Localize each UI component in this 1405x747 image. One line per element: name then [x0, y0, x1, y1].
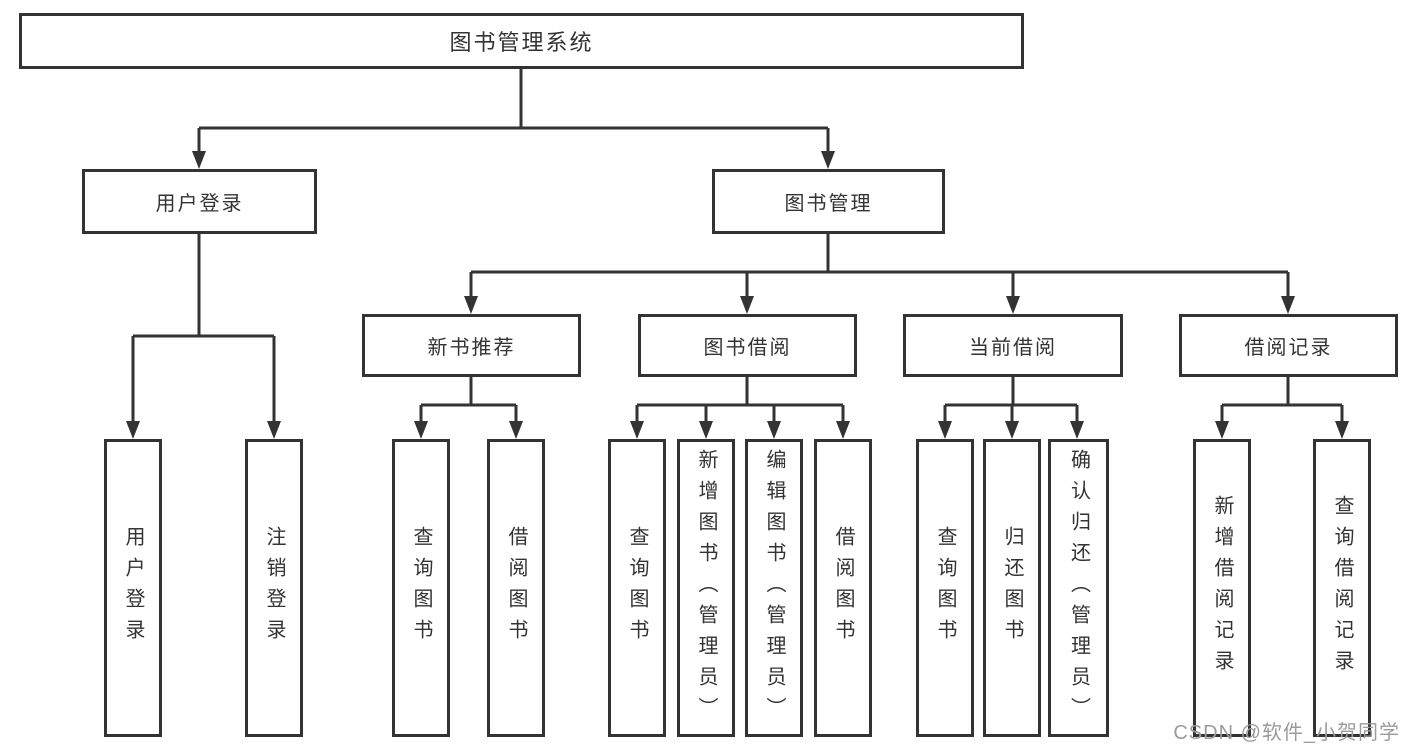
node-root-system: 图书管理系统 — [19, 13, 1024, 69]
leaf-edit-book-admin: 编辑图书（管理员） — [745, 439, 803, 737]
leaf-user-login: 用户登录 — [104, 439, 162, 737]
leaf-borrow-query-book-label: 查询图书 — [626, 526, 648, 650]
leaf-logout-label: 注销登录 — [263, 526, 285, 650]
node-book-borrow: 图书借阅 — [638, 314, 857, 377]
leaf-add-book-admin: 新增图书（管理员） — [677, 439, 735, 737]
node-user-login: 用户登录 — [82, 169, 317, 234]
node-user-login-label: 用户登录 — [155, 193, 244, 215]
leaf-recommend-borrow-book-label: 借阅图书 — [505, 526, 527, 650]
node-book-management-label: 图书管理 — [784, 193, 873, 215]
leaf-return-book-label: 归还图书 — [1001, 526, 1023, 650]
leaf-add-borrow-record-label: 新增借阅记录 — [1211, 495, 1233, 681]
node-book-management: 图书管理 — [712, 169, 945, 234]
node-new-book-recommend: 新书推荐 — [362, 314, 581, 377]
leaf-add-borrow-record: 新增借阅记录 — [1193, 439, 1251, 737]
leaf-recommend-borrow-book: 借阅图书 — [487, 439, 545, 737]
leaf-user-login-label: 用户登录 — [122, 526, 144, 650]
leaf-edit-book-admin-label: 编辑图书（管理员） — [763, 448, 785, 728]
node-root-system-label: 图书管理系统 — [449, 30, 594, 55]
node-borrow-record: 借阅记录 — [1179, 314, 1398, 377]
node-current-borrow: 当前借阅 — [903, 314, 1123, 377]
watermark: CSDN @软件_小贺同学 — [1173, 722, 1400, 744]
leaf-current-query-book-label: 查询图书 — [934, 526, 956, 650]
leaf-add-book-admin-label: 新增图书（管理员） — [695, 448, 717, 728]
leaf-return-book: 归还图书 — [983, 439, 1041, 737]
leaf-query-borrow-record-label: 查询借阅记录 — [1331, 495, 1353, 681]
node-new-book-recommend-label: 新书推荐 — [427, 337, 516, 359]
leaf-recommend-query-book-label: 查询图书 — [410, 526, 432, 650]
leaf-confirm-return-admin: 确认归还（管理员） — [1048, 439, 1109, 737]
leaf-confirm-return-admin-label: 确认归还（管理员） — [1067, 448, 1090, 728]
node-book-borrow-label: 图书借阅 — [703, 337, 792, 359]
node-borrow-record-label: 借阅记录 — [1244, 337, 1333, 359]
node-current-borrow-label: 当前借阅 — [969, 337, 1057, 359]
leaf-borrow-query-book: 查询图书 — [608, 439, 666, 737]
leaf-recommend-query-book: 查询图书 — [392, 439, 450, 737]
leaf-borrow-book-label: 借阅图书 — [832, 526, 854, 650]
leaf-logout: 注销登录 — [245, 439, 303, 737]
leaf-borrow-book: 借阅图书 — [814, 439, 872, 737]
leaf-query-borrow-record: 查询借阅记录 — [1313, 439, 1371, 737]
leaf-current-query-book: 查询图书 — [916, 439, 974, 737]
